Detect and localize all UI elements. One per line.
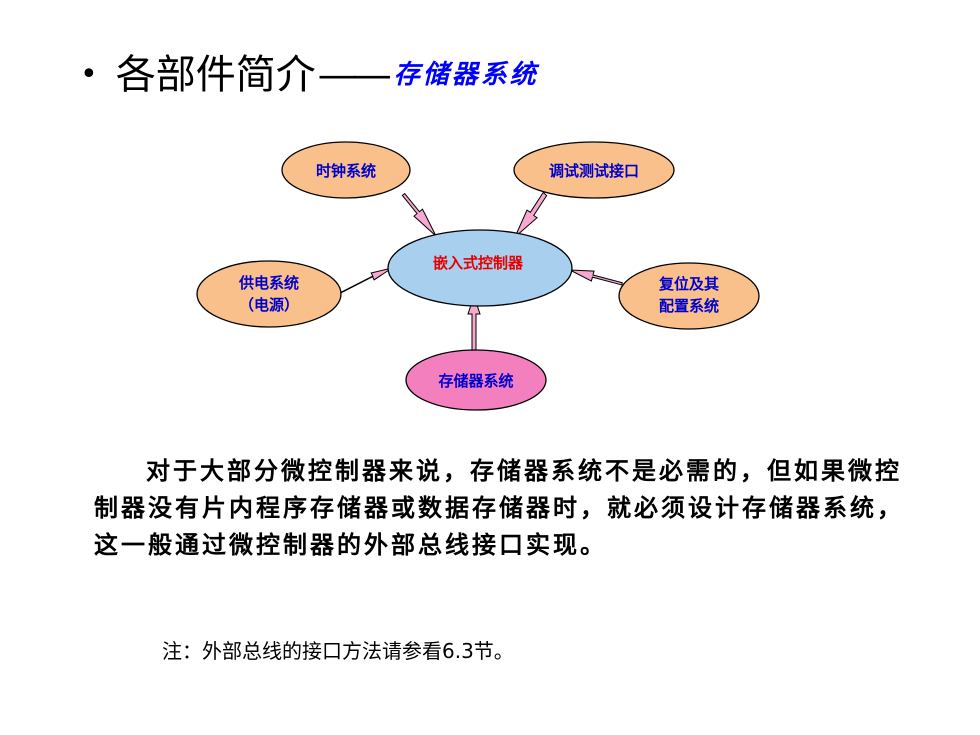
title-subtitle: 存储器系统 [393,60,539,90]
node-power-line1: 供电系统 [238,274,299,292]
component-diagram: 时钟系统 调试测试接口 嵌入式控制器 供电系统 （电源） 复位及其 配置系统 存… [196,141,760,411]
slide-title: • 各部件简介 —— 存储器系统 [80,40,539,110]
arrow-clock-to-center [401,192,437,237]
node-reset-line2: 配置系统 [659,297,719,315]
node-clock-label: 时钟系统 [316,162,376,180]
node-debug-label: 调试测试接口 [549,162,639,180]
title-bullet: • [80,57,98,92]
node-reset [618,262,760,330]
node-center [387,229,573,307]
arrow-reset-to-center [569,269,623,286]
node-clock [281,141,411,199]
arrows [339,191,623,351]
node-power [196,260,342,328]
footnote: 注：外部总线的接口方法请参看6.3节。 [162,639,514,663]
node-center-label: 嵌入式控制器 [433,254,524,272]
body-paragraph: 对于大部分微控制器来说，存储器系统不是必需的，但如果微控制器没有片内程序存储器或… [94,456,904,559]
node-memory [405,349,547,411]
node-memory-label: 存储器系统 [438,372,513,390]
node-power-line2: （电源） [239,296,299,314]
node-reset-line1: 复位及其 [658,275,719,293]
title-main: 各部件简介 [115,52,316,98]
title-dash: —— [317,52,392,98]
node-debug [513,141,675,199]
arrow-power-to-center [339,267,393,294]
arrow-debug-to-center [514,191,548,238]
